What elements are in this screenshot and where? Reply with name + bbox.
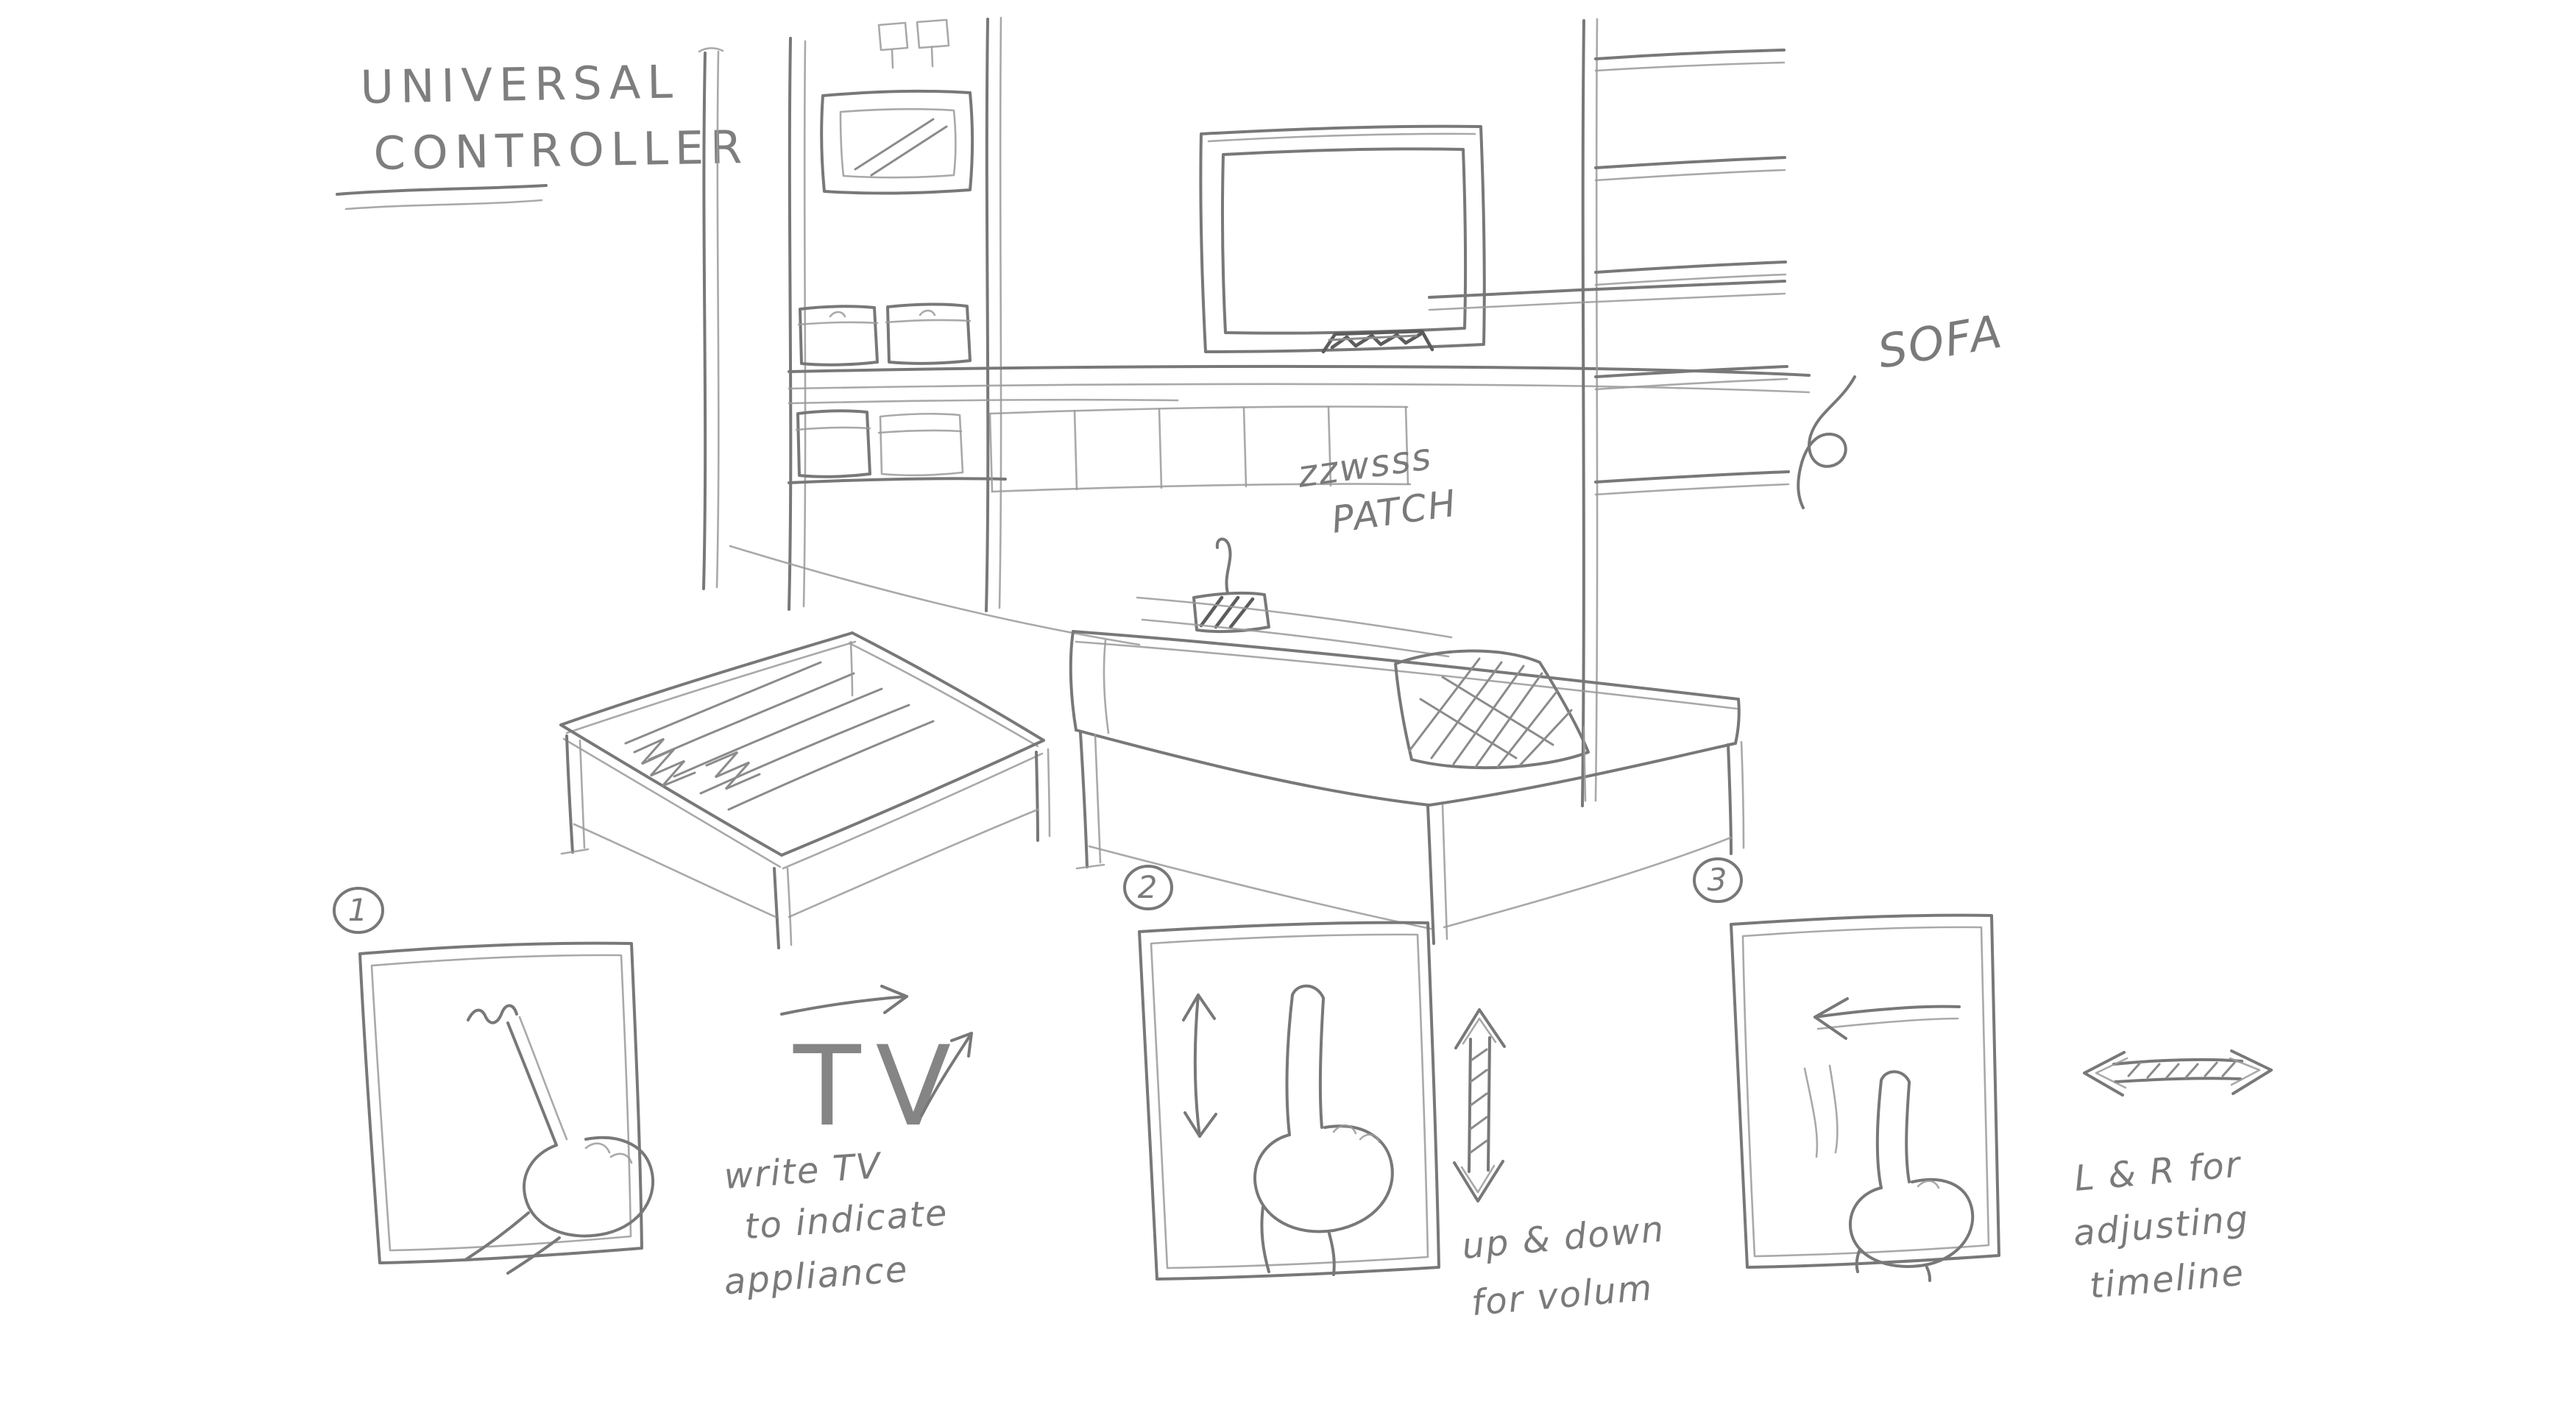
step-1-caption-line-3: appliance: [723, 1249, 910, 1303]
step-2-caption-line-2: for volum: [1470, 1267, 1655, 1324]
coffee-table-hatch: [624, 661, 935, 811]
timeline-arrow-icon: [2083, 1049, 2273, 1097]
storage-box-row-2: [795, 409, 964, 478]
step-3-caption-line-3: timeline: [2088, 1253, 2246, 1307]
tv-annotation-arrow-up: [920, 1032, 973, 1117]
sofa-sketch: [1069, 596, 1745, 945]
tablet-1: [358, 941, 643, 1264]
tv-annotation: TV: [780, 985, 973, 1151]
title-underline: [336, 184, 548, 210]
step-2-caption-line-1: up & down: [1460, 1208, 1666, 1267]
step-3-caption: L & R for adjusting timeline: [2072, 1144, 2251, 1307]
tv-annotation-text: TV: [793, 1023, 966, 1151]
step-3-number: 3: [1708, 862, 1729, 898]
pointing-hand-3: [1803, 1064, 1975, 1282]
stylus: [506, 1021, 558, 1147]
pointing-hand-2: [1253, 984, 1394, 1276]
step-1-number: 1: [348, 892, 369, 928]
patch-device: [1192, 537, 1270, 634]
storage-box-row-1: [797, 302, 972, 366]
step-2-number: 2: [1138, 869, 1159, 905]
step-3-caption-line-1: L & R for: [2073, 1144, 2244, 1200]
coffee-table: [559, 631, 1051, 949]
sofa-cushion-hatch: [1408, 657, 1573, 768]
cubby-row: [988, 406, 1412, 493]
sofa-label: SOFA: [1874, 304, 2007, 379]
writing-hand: [464, 1004, 655, 1275]
step-1-caption-line-1: write TV: [723, 1145, 884, 1197]
right-shelf-unit: [1428, 18, 1790, 807]
title-line-1: UNIVERSAL: [360, 54, 679, 114]
tablet-3: [1730, 913, 2000, 1269]
step-1-caption-line-2: to indicate: [743, 1192, 949, 1247]
sofa-pointer-curl: [1797, 375, 1856, 509]
tv-stand-scribble: [1321, 329, 1434, 354]
step-1-caption: write TV to indicate appliance: [723, 1145, 949, 1303]
wall-mirror: [820, 89, 974, 195]
shelving-unit: [698, 16, 1002, 612]
tv: [1199, 124, 1486, 354]
updown-gesture-arrow: [1182, 994, 1217, 1138]
step-2-caption: up & down for volum: [1460, 1208, 1666, 1324]
step-1-badge: 1: [333, 887, 384, 934]
floor-line: [729, 545, 1141, 646]
tv-annotation-arrow-right: [780, 985, 908, 1016]
left-swipe-arrow: [1814, 997, 1961, 1040]
step-3-badge: 3: [1693, 857, 1743, 903]
step-2-badge: 2: [1123, 865, 1173, 910]
written-scribble: [467, 1004, 518, 1024]
patch-label-line-2: PATCH: [1329, 482, 1460, 542]
volume-arrow-icon: [1453, 1008, 1506, 1203]
title-line-2: CONTROLLER: [373, 120, 749, 180]
step-3-caption-line-2: adjusting: [2072, 1198, 2251, 1255]
console-shelf: [729, 364, 1811, 646]
tablet-2: [1138, 921, 1440, 1281]
